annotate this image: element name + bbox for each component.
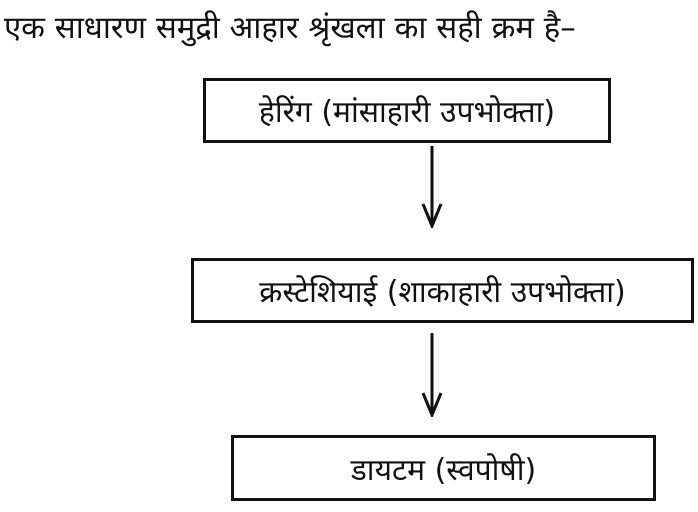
- diagram-title: एक साधारण समुद्री आहार श्रृंखला का सही क…: [4, 10, 576, 46]
- node-diatom: डायटम (स्वपोषी): [231, 435, 656, 501]
- arrow-down-icon: [421, 146, 443, 228]
- node-label: डायटम (स्वपोषी): [350, 452, 537, 488]
- node-label: हेरिंग (मांसाहारी उपभोक्ता): [258, 95, 556, 130]
- node-herring: हेरिंग (मांसाहारी उपभोक्ता): [203, 78, 611, 143]
- node-label: क्रस्टेशियाई (शाकाहारी उपभोक्ता): [259, 275, 626, 310]
- arrow-down-icon: [421, 333, 443, 417]
- node-crustacean: क्रस्टेशियाई (शाकाहारी उपभोक्ता): [191, 258, 694, 323]
